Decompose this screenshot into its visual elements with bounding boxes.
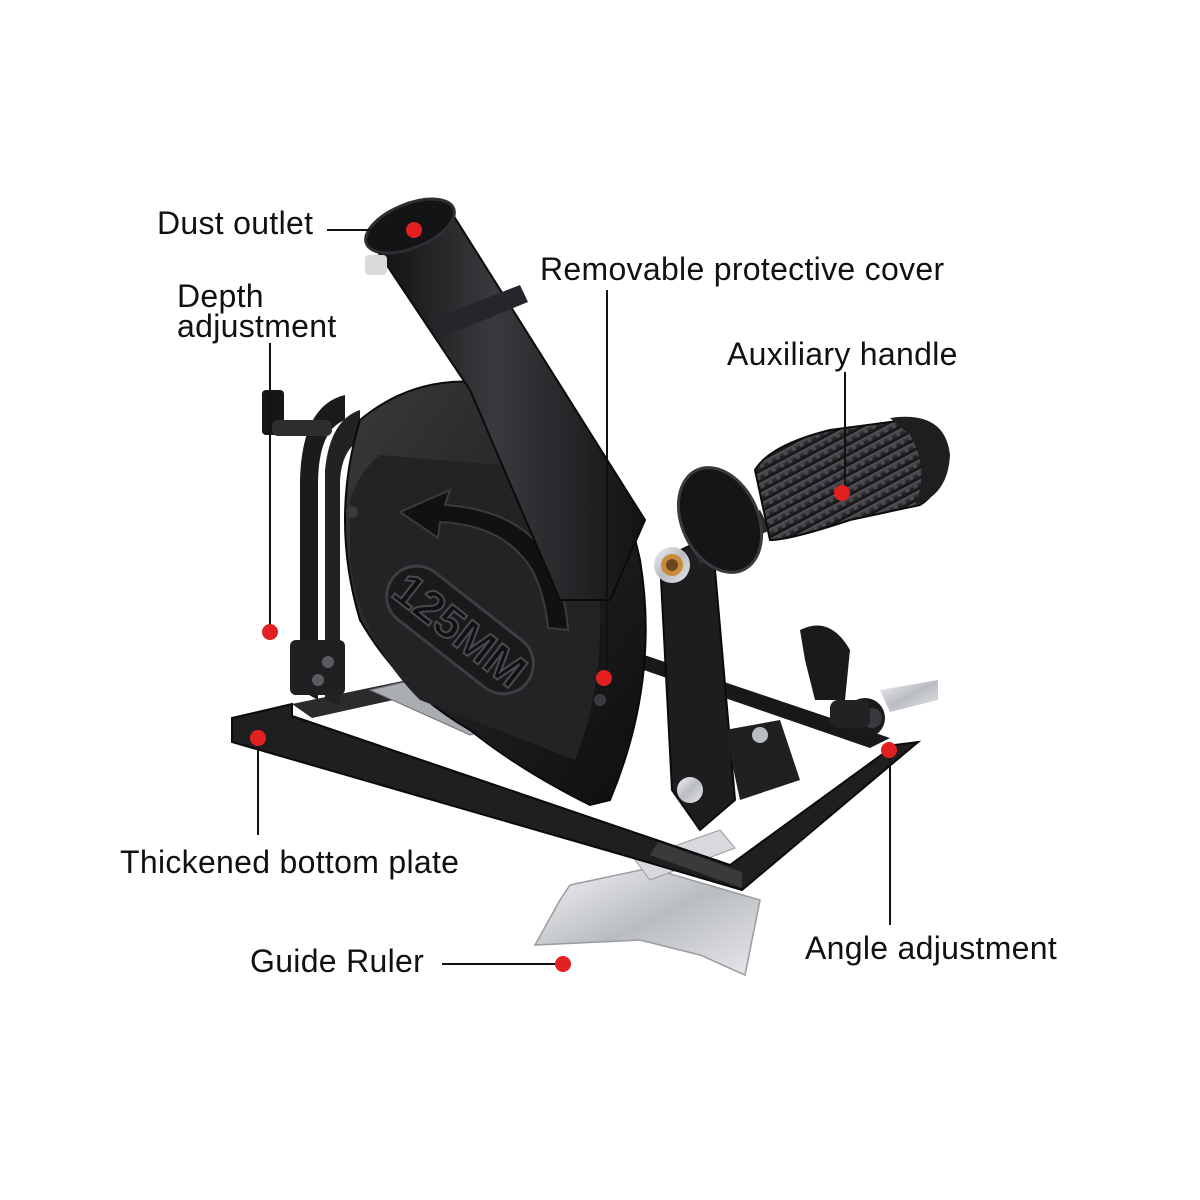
marker-angle-adjustment	[881, 742, 897, 758]
marker-dust-outlet	[406, 222, 422, 238]
marker-bottom-plate	[250, 730, 266, 746]
label-guide-ruler: Guide Ruler	[250, 943, 425, 979]
marker-dots	[250, 222, 897, 972]
dust-outlet-part	[364, 197, 647, 601]
marker-auxiliary-handle	[834, 485, 850, 501]
label-removable-protective-cover: Removable protective cover	[540, 251, 945, 287]
label-depth-line1: Depth	[177, 278, 264, 314]
label-depth-adjustment: Depth adjustment	[177, 278, 337, 344]
marker-guide-ruler	[555, 956, 571, 972]
marker-protective-cover	[596, 670, 612, 686]
auxiliary-handle-part	[676, 416, 950, 574]
label-dust-outlet: Dust outlet	[157, 205, 314, 241]
label-depth-line2: adjustment	[177, 308, 337, 344]
rear-steel-strip	[880, 680, 938, 712]
leader-lines	[257, 229, 891, 965]
pivot-arm-part	[654, 533, 885, 832]
label-auxiliary-handle: Auxiliary handle	[727, 336, 958, 372]
depth-bracket-part	[262, 390, 360, 705]
label-angle-adjustment: Angle adjustment	[805, 930, 1058, 966]
marker-depth-adjustment	[262, 624, 278, 640]
label-thickened-bottom-plate: Thickened bottom plate	[120, 844, 460, 880]
